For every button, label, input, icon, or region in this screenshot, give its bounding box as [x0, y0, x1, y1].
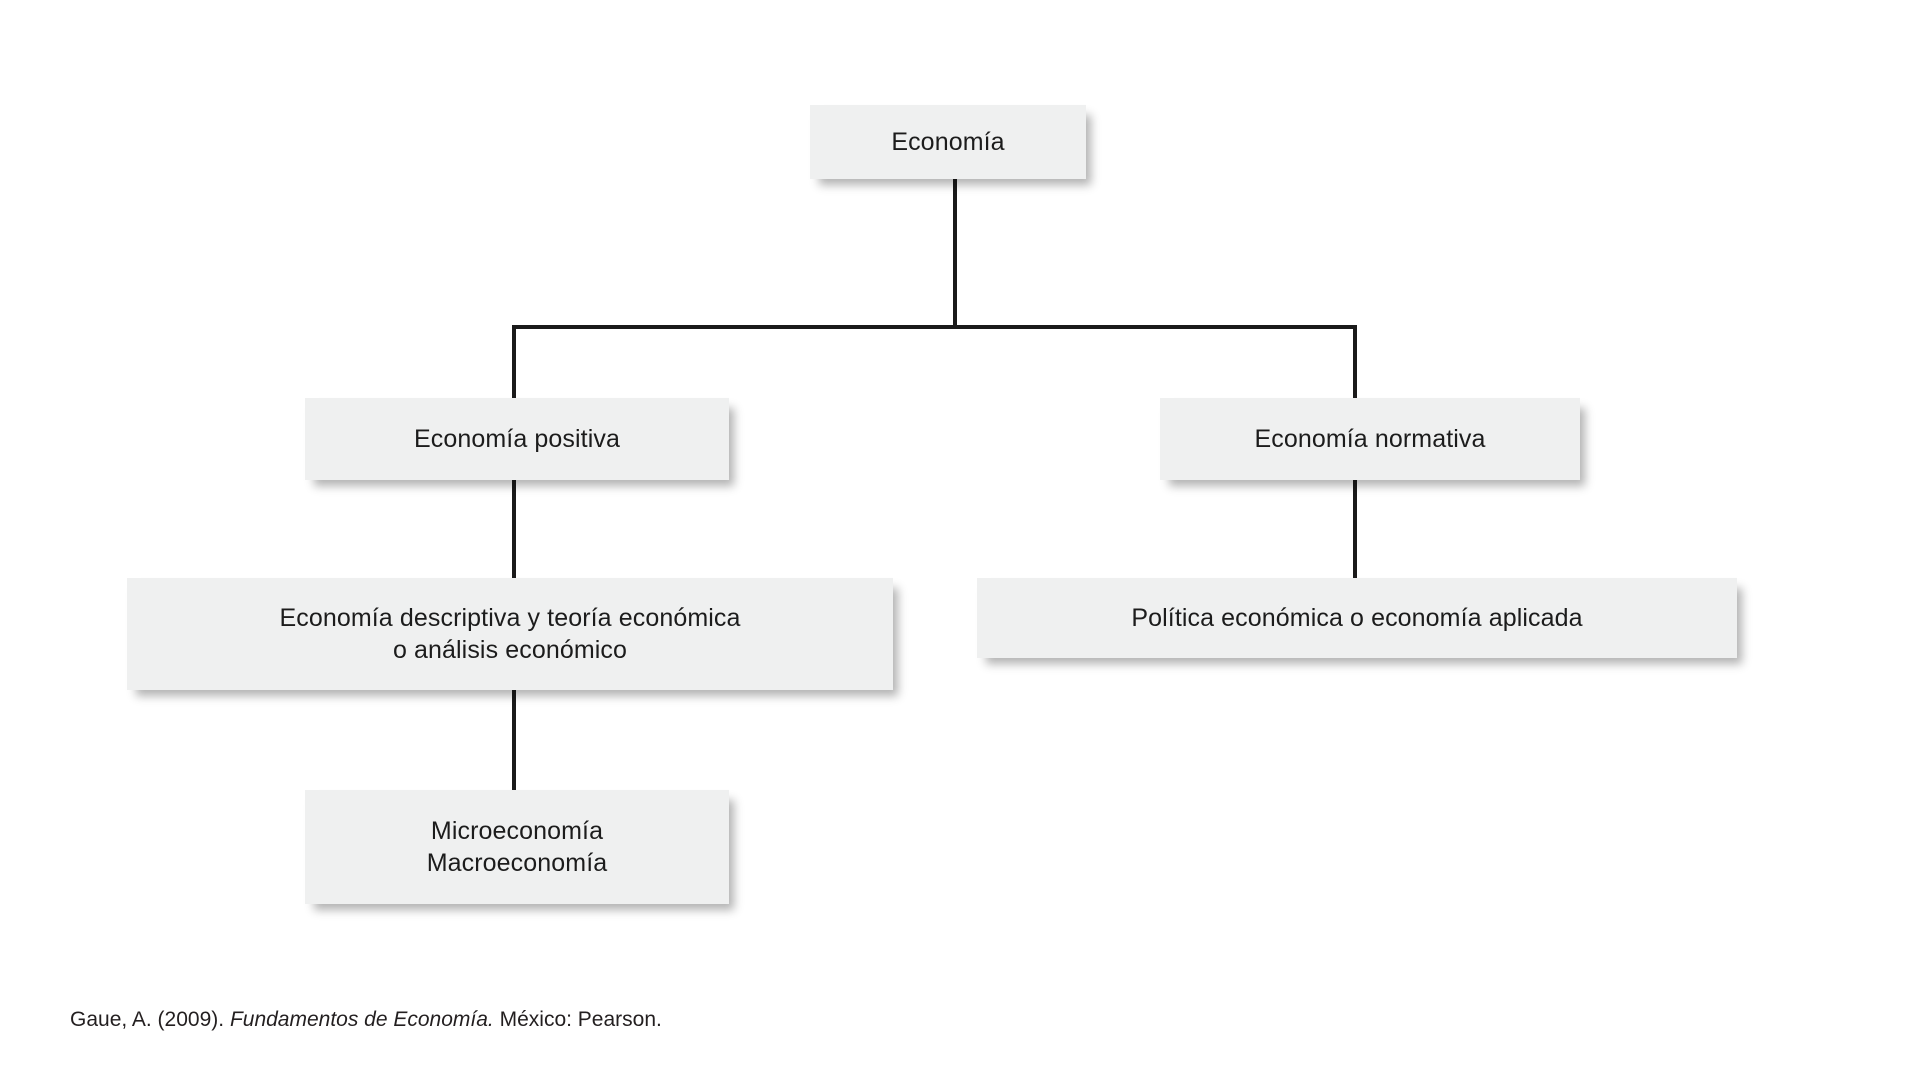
citation-work-title: Fundamentos de Economía. — [229, 1008, 494, 1031]
node-politica-economica[interactable]: Política económica o economía aplicada — [977, 578, 1737, 658]
connector-to-economia-normativa — [1353, 325, 1357, 400]
node-economia[interactable]: Economía — [810, 105, 1086, 179]
connector-root-stem — [953, 178, 957, 327]
connector-to-economia-positiva — [512, 325, 516, 400]
node-economia-normativa[interactable]: Economía normativa — [1160, 398, 1580, 480]
node-micro-macroeconomia-label: Microeconomía Macroeconomía — [426, 816, 608, 878]
connector-positiva-to-descriptiva — [512, 480, 516, 580]
connector-descriptiva-to-micro-macro — [512, 690, 516, 792]
citation-author-year: Gaue, A. (2009). — [70, 1008, 230, 1031]
source-citation: Gaue, A. (2009). Fundamentos de Economía… — [70, 1008, 662, 1032]
node-politica-economica-label: Política económica o economía aplicada — [1131, 603, 1583, 632]
node-economia-normativa-label: Economía normativa — [1254, 424, 1486, 453]
node-economia-descriptiva[interactable]: Economía descriptiva y teoría económica … — [127, 578, 893, 690]
node-economia-label: Economía — [891, 127, 1005, 156]
connector-normativa-to-politica — [1353, 480, 1357, 580]
node-economia-descriptiva-label: Economía descriptiva y teoría económica … — [279, 603, 741, 665]
connector-level2-bus — [512, 325, 1357, 329]
node-economia-positiva-label: Economía positiva — [414, 424, 620, 453]
node-micro-macroeconomia[interactable]: Microeconomía Macroeconomía — [305, 790, 729, 904]
node-economia-positiva[interactable]: Economía positiva — [305, 398, 729, 480]
citation-publisher: México: Pearson. — [493, 1008, 662, 1031]
